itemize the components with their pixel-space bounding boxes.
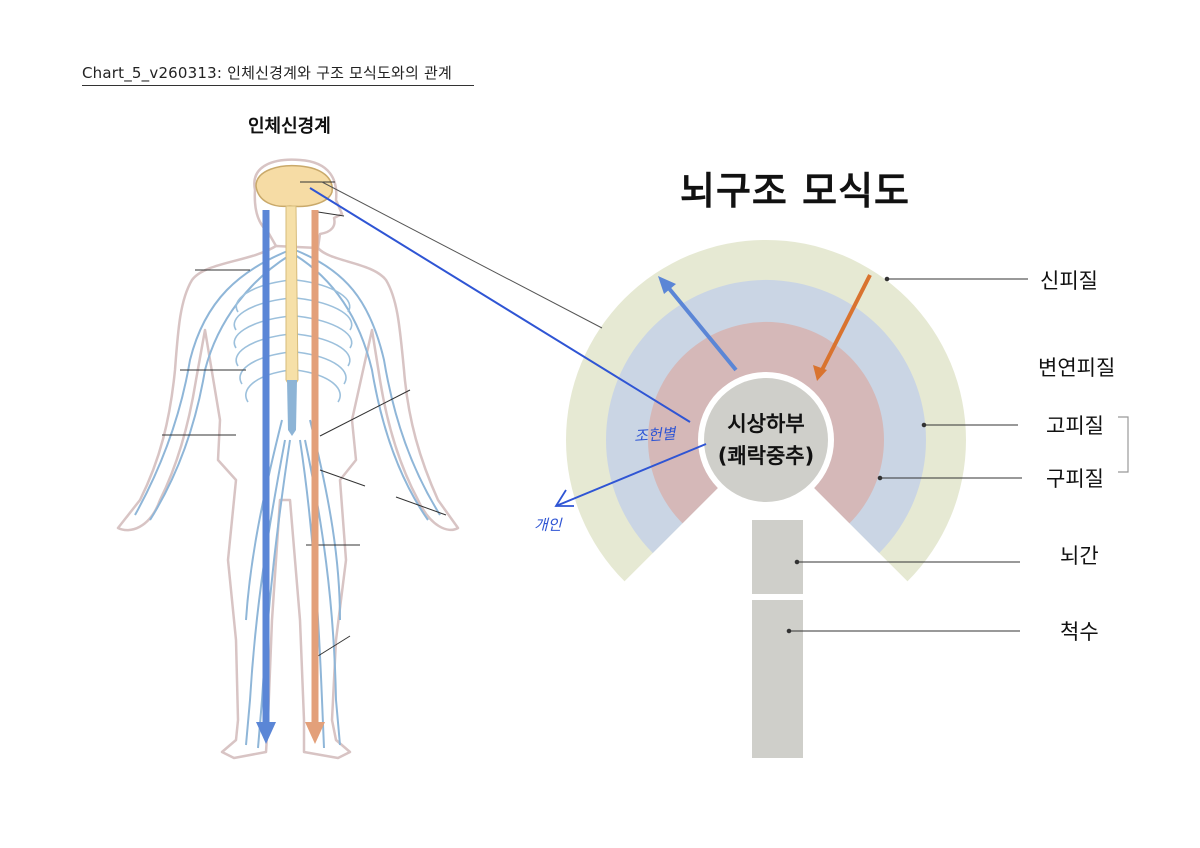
inward-orange-arrow (813, 274, 872, 381)
label-neocortex: 신피질 (1040, 269, 1098, 293)
blue-descending-arrow (256, 210, 276, 744)
hypothalamus-subtitle: (쾌락중추) (717, 444, 815, 468)
orange-descending-arrow (305, 210, 325, 744)
label-brainstem: 뇌간 (1060, 544, 1099, 568)
label-spinal-cord: 척수 (1060, 620, 1099, 644)
cortex-bracket (1118, 416, 1129, 473)
label-archicortex: 고피질 (1046, 414, 1104, 438)
brain-structure-title: 뇌구조 모식도 (680, 169, 910, 213)
brainstem-block (752, 520, 803, 594)
handwritten-note-1: 조헌별 (633, 424, 677, 446)
handwritten-note-2: 개인 (534, 516, 562, 534)
handwritten-arrow (554, 443, 707, 507)
document-title: Chart_5_v260313: 인체신경계와 구조 모식도와의 관계 (82, 62, 474, 86)
gray-connector (321, 181, 603, 329)
blue-connector (309, 187, 691, 423)
nervous-system-title: 인체신경계 (248, 116, 331, 137)
spinal-cord-block (752, 600, 803, 758)
label-paleocortex: 구피질 (1046, 467, 1104, 491)
hypothalamus-label: 시상하부 (쾌락중추) (706, 408, 826, 472)
hypothalamus-node (704, 378, 828, 502)
hypothalamus-title: 시상하부 (727, 412, 805, 436)
label-limbic-cortex: 변연피질 (1038, 356, 1116, 380)
outward-blue-arrow (658, 276, 738, 372)
